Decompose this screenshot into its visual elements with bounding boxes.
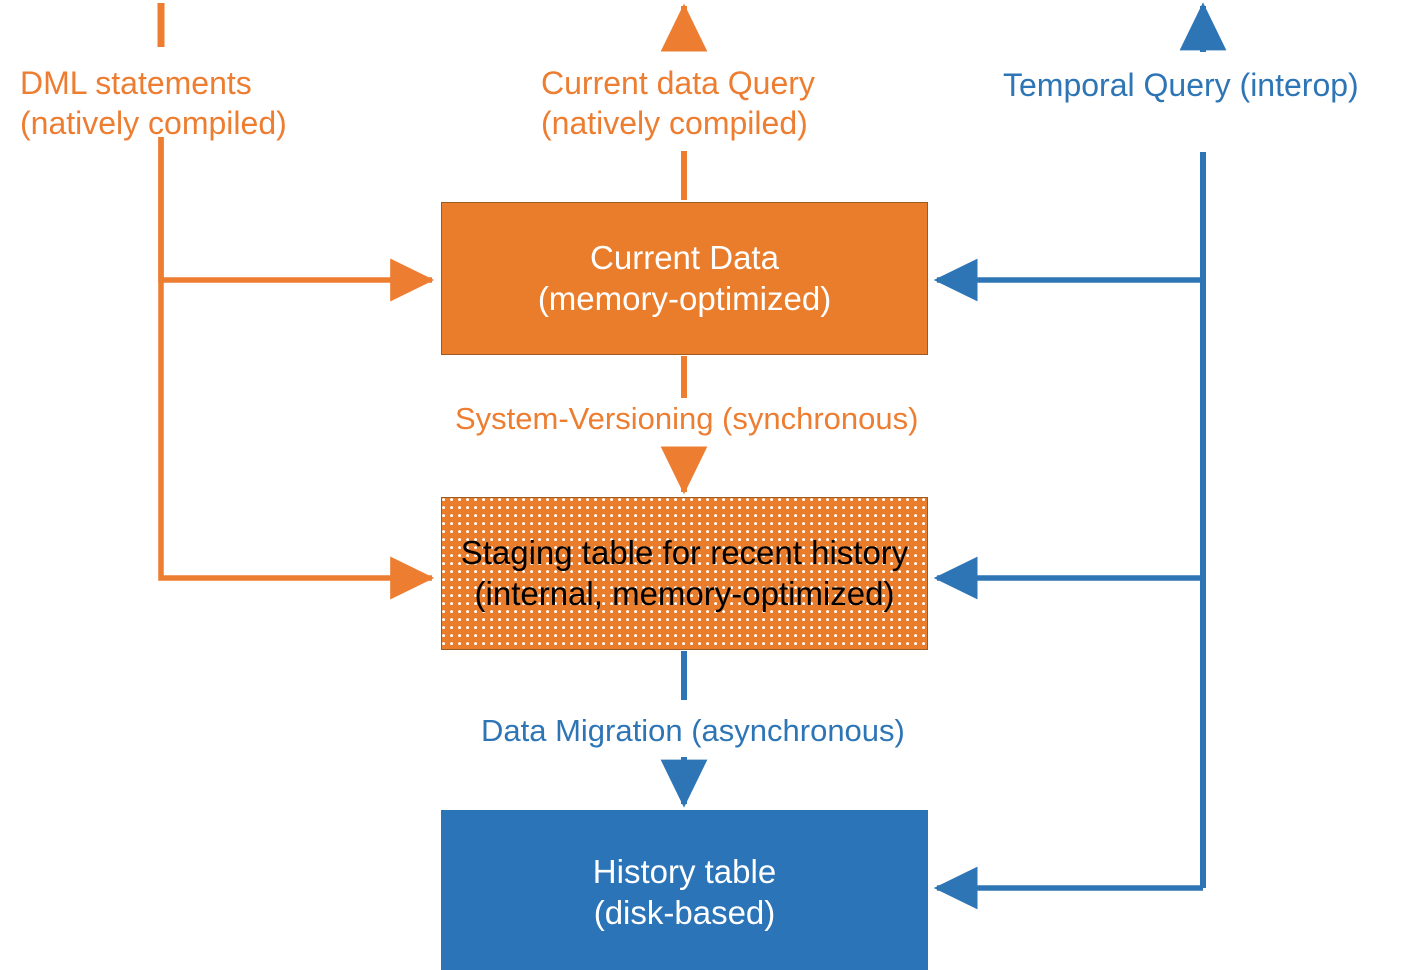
node-history-table[interactable]: History table (disk-based) <box>441 810 928 970</box>
node-staging-table[interactable]: Staging table for recent history (intern… <box>441 497 928 650</box>
node-history-table-label: History table (disk-based) <box>592 853 777 931</box>
node-staging-table-label: Staging table for recent history (intern… <box>460 534 909 612</box>
node-current-data-label: Current Data (memory-optimized) <box>537 239 832 317</box>
label-dml-statements: DML statements (natively compiled) <box>20 65 287 141</box>
node-current-data[interactable]: Current Data (memory-optimized) <box>441 202 928 355</box>
label-system-versioning: System-Versioning (synchronous) <box>455 401 919 436</box>
label-temporal-query: Temporal Query (interop) <box>1003 67 1359 103</box>
label-data-migration: Data Migration (asynchronous) <box>481 713 905 748</box>
connector-dml-to-staging <box>158 137 435 600</box>
connector-dml-to-current <box>158 137 435 302</box>
label-current-data-query: Current data Query (natively compiled) <box>541 65 815 141</box>
